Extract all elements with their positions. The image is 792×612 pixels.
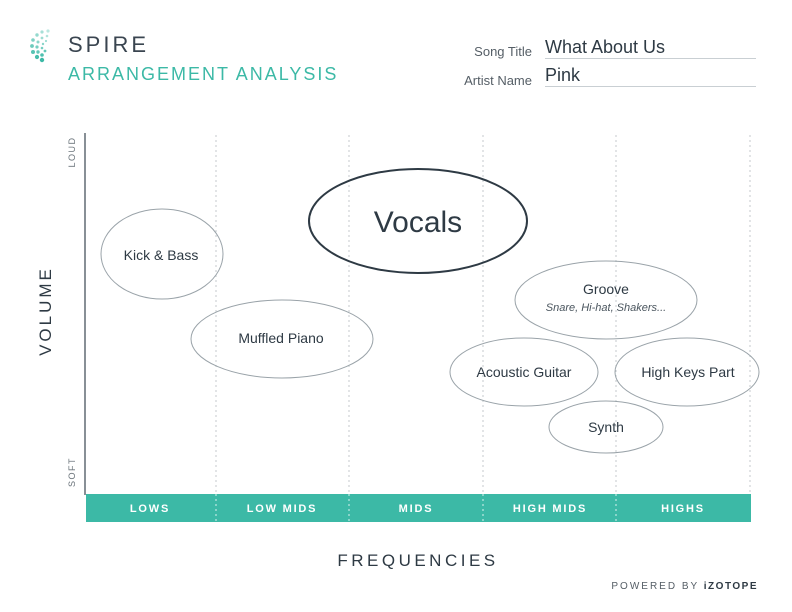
band-label-low-mids: LOW MIDS <box>247 503 318 515</box>
frequency-band-bar <box>86 494 751 522</box>
page-subtitle: ARRANGEMENT ANALYSIS <box>68 64 339 84</box>
y-axis-top-label: LOUD <box>67 136 77 167</box>
element-ellipse-acoustic-guitar <box>449 337 599 407</box>
element-label-kick-bass: Kick & Bass <box>124 247 199 263</box>
element-ellipse-groove <box>514 260 698 340</box>
artist-name-value: Pink <box>545 65 756 87</box>
element-sublabel-groove: Snare, Hi-hat, Shakers... <box>546 302 666 314</box>
band-label-mids: MIDS <box>399 503 434 515</box>
element-ellipse-synth <box>548 400 664 454</box>
element-label-vocals: Vocals <box>374 206 462 239</box>
y-axis-bottom-label: SOFT <box>67 457 77 487</box>
song-title-label: Song Title <box>474 44 532 59</box>
element-ellipse-kick-bass <box>100 208 224 300</box>
powered-by: POWERED BY iZOTOPE <box>611 581 758 592</box>
izotope-logo-text: iZOTOPE <box>703 581 758 592</box>
spire-logo-icon <box>30 29 50 63</box>
band-label-lows: LOWS <box>130 503 170 515</box>
artist-name-label: Artist Name <box>464 73 532 88</box>
element-label-muffled-piano: Muffled Piano <box>238 330 324 346</box>
element-label-groove: Groove <box>583 281 629 297</box>
band-label-high-mids: HIGH MIDS <box>513 503 587 515</box>
element-label-high-keys: High Keys Part <box>641 364 734 380</box>
song-title-value: What About Us <box>545 37 756 59</box>
element-label-acoustic-guitar: Acoustic Guitar <box>477 364 572 380</box>
element-label-synth: Synth <box>588 419 624 435</box>
brand-name: SPIRE <box>68 32 150 57</box>
band-label-highs: HIGHS <box>661 503 705 515</box>
x-axis-title: FREQUENCIES <box>337 551 498 570</box>
element-ellipse-vocals <box>308 168 528 274</box>
element-ellipse-muffled-piano <box>190 299 374 379</box>
element-ellipse-high-keys <box>614 337 760 407</box>
y-axis-title: VOLUME <box>36 266 55 356</box>
powered-by-text: POWERED BY <box>611 581 699 592</box>
